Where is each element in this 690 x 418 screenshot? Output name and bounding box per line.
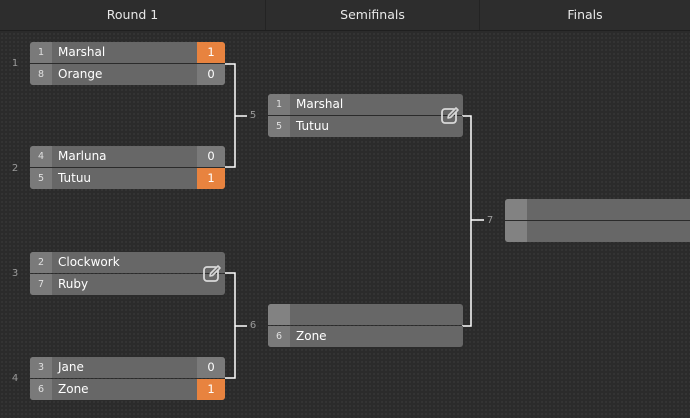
connector-m3-m4-to-m6 xyxy=(225,272,247,379)
participant-name: Marluna xyxy=(58,149,107,163)
participant-slot[interactable]: 8 Orange 0 xyxy=(30,64,225,85)
participant-name: Zone xyxy=(58,382,89,396)
finals-header: Finals xyxy=(567,7,603,22)
seed-number: 4 xyxy=(30,146,52,167)
participant-name: Clockwork xyxy=(58,255,120,269)
seed-number: 5 xyxy=(30,168,52,189)
semifinals-header: Semifinals xyxy=(266,0,480,30)
participant-slot[interactable] xyxy=(268,304,463,325)
participant-name: Ruby xyxy=(58,277,89,291)
participant-name: Zone xyxy=(296,329,327,343)
seed-number: 2 xyxy=(30,252,52,273)
participant-slot[interactable]: 6 Zone xyxy=(268,326,463,347)
match-number-2: 2 xyxy=(11,163,19,174)
participant-slot[interactable]: 3 Jane 0 xyxy=(30,357,225,378)
seed-number: 7 xyxy=(30,274,52,295)
participant-name: Jane xyxy=(58,360,84,374)
score-winner: 1 xyxy=(197,168,225,189)
match-number-6: 6 xyxy=(249,320,257,331)
seed-number: 1 xyxy=(30,42,52,63)
connector-m5-m6-to-m7 xyxy=(462,115,484,327)
seed-number: 8 xyxy=(30,64,52,85)
score: 0 xyxy=(197,64,225,85)
match-7[interactable] xyxy=(505,199,690,243)
seed-number: 6 xyxy=(30,379,52,400)
seed-number xyxy=(268,304,290,325)
participant-slot[interactable]: 5 Tutuu xyxy=(268,116,463,137)
match-number-1: 1 xyxy=(11,58,19,69)
participant-slot[interactable]: 4 Marluna 0 xyxy=(30,146,225,167)
match-number-7: 7 xyxy=(486,215,494,226)
match-6[interactable]: 6 Zone xyxy=(268,304,463,348)
seed-number xyxy=(505,199,527,220)
match-number-5: 5 xyxy=(249,110,257,121)
participant-slot[interactable]: 5 Tutuu 1 xyxy=(30,168,225,189)
match-1[interactable]: 1 Marshal 1 8 Orange 0 xyxy=(30,42,225,86)
match-3[interactable]: 2 Clockwork 7 Ruby xyxy=(30,252,225,296)
match-number-4: 4 xyxy=(11,373,19,384)
score: 0 xyxy=(197,146,225,167)
match-number-3: 3 xyxy=(11,268,19,279)
participant-name: Tutuu xyxy=(58,171,92,185)
rounds-header: Round 1 Semifinals Finals xyxy=(0,0,690,31)
match-2[interactable]: 4 Marluna 0 5 Tutuu 1 xyxy=(30,146,225,190)
score-winner: 1 xyxy=(197,42,225,63)
match-5[interactable]: 1 Marshal 5 Tutuu xyxy=(268,94,463,138)
participant-slot[interactable] xyxy=(505,199,690,220)
match-4[interactable]: 3 Jane 0 6 Zone 1 xyxy=(30,357,225,401)
round-1-header: Round 1 xyxy=(0,0,266,30)
seed-number xyxy=(505,221,527,242)
participant-name: Marshal xyxy=(296,97,344,111)
score-winner: 1 xyxy=(197,379,225,400)
participant-slot[interactable]: 7 Ruby xyxy=(30,274,225,295)
pencil-square-icon[interactable] xyxy=(439,105,461,127)
seed-number: 6 xyxy=(268,326,290,347)
participant-slot[interactable]: 6 Zone 1 xyxy=(30,379,225,400)
participant-slot[interactable] xyxy=(505,221,690,242)
participant-slot[interactable]: 2 Clockwork xyxy=(30,252,225,273)
participant-name: Orange xyxy=(58,67,103,81)
seed-number: 3 xyxy=(30,357,52,378)
participant-slot[interactable]: 1 Marshal 1 xyxy=(30,42,225,63)
score: 0 xyxy=(197,357,225,378)
pencil-square-icon[interactable] xyxy=(201,263,223,285)
seed-number: 5 xyxy=(268,116,290,137)
connector-m1-m2-to-m5 xyxy=(225,63,247,168)
participant-name: Tutuu xyxy=(296,119,330,133)
participant-slot[interactable]: 1 Marshal xyxy=(268,94,463,115)
seed-number: 1 xyxy=(268,94,290,115)
participant-name: Marshal xyxy=(58,45,106,59)
